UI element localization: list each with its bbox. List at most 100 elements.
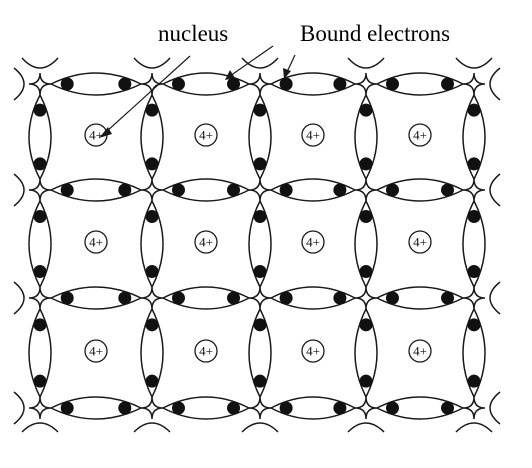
bound-electron — [359, 374, 373, 388]
lattice-node-star — [28, 396, 52, 420]
nucleus-charge-label: 4+ — [89, 235, 103, 250]
bound-electron — [467, 265, 481, 279]
bound-electron — [118, 77, 132, 91]
lattice-node-star — [354, 286, 378, 310]
bound-electron — [279, 401, 293, 415]
bound-electron — [333, 401, 347, 415]
bound-electron — [171, 401, 185, 415]
edge-bond-stub — [13, 281, 25, 315]
lattice-node-star — [248, 396, 272, 420]
lattice-node-star — [354, 178, 378, 202]
bound-electron — [227, 183, 241, 197]
bound-electron — [253, 318, 267, 332]
lattice-node-star — [140, 72, 164, 96]
nucleus-circle — [194, 230, 218, 254]
nucleus-circle — [194, 339, 218, 363]
lattice-node-star — [462, 286, 486, 310]
nucleus-circle — [84, 339, 108, 363]
covalent-bonds — [13, 57, 501, 433]
bound-electron — [227, 401, 241, 415]
bound-electron — [33, 209, 47, 223]
nucleus-label: nucleus — [158, 21, 228, 46]
bound-electron — [60, 401, 74, 415]
bound-electron — [467, 103, 481, 117]
nucleus-circle — [408, 123, 432, 147]
bound-electron — [118, 183, 132, 197]
edge-bond-stub — [489, 391, 501, 425]
bound-electron — [385, 183, 399, 197]
bound-electron — [145, 103, 159, 117]
lattice-node-star — [140, 286, 164, 310]
nucleus-charge-label: 4+ — [306, 128, 320, 143]
bound-electron — [253, 103, 267, 117]
bound-electron — [333, 77, 347, 91]
bound-electron — [333, 291, 347, 305]
bound-electron — [145, 374, 159, 388]
bound-electrons-pointer-line-1 — [229, 45, 274, 77]
nucleus: 4+ — [301, 230, 325, 254]
nucleus-charge-label: 4+ — [413, 235, 427, 250]
nucleus-charge-label: 4+ — [199, 128, 213, 143]
bound-electron — [33, 103, 47, 117]
edge-bond-stub — [455, 57, 493, 69]
bound-electron — [33, 374, 47, 388]
lattice-node-star — [354, 72, 378, 96]
bound-electrons-group — [33, 77, 481, 415]
bound-electron — [441, 183, 455, 197]
nucleus-charge-label: 4+ — [89, 128, 103, 143]
bound-electron — [145, 209, 159, 223]
nucleus: 4+ — [84, 230, 108, 254]
bound-electron — [359, 103, 373, 117]
nucleus-pointer-line — [105, 55, 191, 133]
edge-bond-stub — [241, 422, 279, 433]
lattice-node-star — [28, 286, 52, 310]
lattice-node-star — [28, 72, 52, 96]
nucleus: 4+ — [301, 123, 325, 147]
bound-electron — [33, 265, 47, 279]
bound-electron — [441, 401, 455, 415]
nucleus: 4+ — [408, 230, 432, 254]
bound-electron — [467, 157, 481, 171]
edge-bond-stub — [21, 422, 59, 433]
nucleus: 4+ — [301, 339, 325, 363]
lattice-node-star — [248, 178, 272, 202]
nucleus-charge-label: 4+ — [89, 344, 103, 359]
bound-electron — [253, 209, 267, 223]
lattice-node-star — [248, 72, 272, 96]
nucleus-charge-label: 4+ — [306, 344, 320, 359]
nucleus-circle — [301, 339, 325, 363]
nucleus: 4+ — [194, 339, 218, 363]
bound-electron — [171, 77, 185, 91]
edge-bond-stub — [13, 173, 25, 207]
nucleus-circle — [301, 230, 325, 254]
edge-bond-stub — [489, 173, 501, 207]
nucleus-charge-label: 4+ — [199, 344, 213, 359]
nucleus-charge-label: 4+ — [413, 344, 427, 359]
bound-electron — [441, 291, 455, 305]
bound-electron — [145, 318, 159, 332]
nuclei-group: 4+4+4+4+4+4+4+4+4+4+4+4+ — [84, 123, 432, 363]
bound-electron — [227, 77, 241, 91]
bound-electron — [60, 183, 74, 197]
lattice-node-star — [140, 178, 164, 202]
edge-bond-stub — [133, 57, 171, 69]
bound-electron — [279, 183, 293, 197]
bound-electron — [253, 374, 267, 388]
nucleus: 4+ — [408, 123, 432, 147]
bound-electron — [171, 183, 185, 197]
bound-electron — [359, 318, 373, 332]
lattice-node-star — [462, 396, 486, 420]
nucleus-circle — [194, 123, 218, 147]
bound-electrons-pointer-line-2 — [286, 54, 296, 73]
lattice-node-star — [28, 178, 52, 202]
edge-bond-stub — [13, 67, 25, 101]
bound-electron — [60, 291, 74, 305]
bound-electron — [253, 265, 267, 279]
bound-electron — [359, 209, 373, 223]
edge-bond-stub — [489, 281, 501, 315]
bound-electron — [60, 77, 74, 91]
lattice-node-star — [140, 396, 164, 420]
bound-electron — [385, 77, 399, 91]
nucleus-charge-label: 4+ — [306, 235, 320, 250]
